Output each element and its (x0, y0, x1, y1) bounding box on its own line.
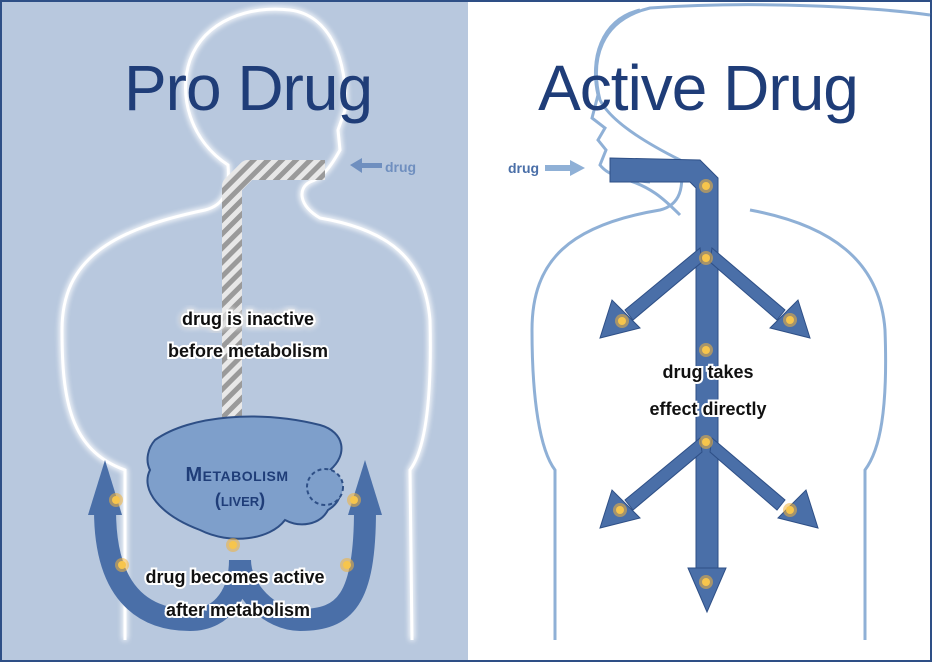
liver-shape (146, 415, 343, 540)
spark-icon (340, 558, 354, 572)
spark-icon (109, 493, 123, 507)
inactive-text-line1: drug is inactive (182, 309, 314, 329)
spark-icon (699, 575, 713, 589)
effect-text-line2: effect directly (649, 399, 766, 419)
right-drug-arrow-icon (545, 160, 585, 176)
spark-icon (699, 251, 713, 265)
right-drug-label: drug (508, 160, 539, 176)
spark-icon (699, 179, 713, 193)
inactive-drug-pipe (222, 160, 325, 420)
active-drug-tree (599, 157, 819, 614)
effect-text-line1: drug takes (662, 362, 753, 382)
active-text-line2: after metabolism (166, 600, 310, 620)
spark-icon (699, 343, 713, 357)
left-body-outline (60, 7, 432, 641)
left-curve-arrow-outer (94, 509, 376, 632)
metabolism-label: Metabolism (185, 464, 288, 486)
right-title: Active Drug (538, 52, 858, 124)
spark-icon (226, 538, 240, 552)
left-drug-label: drug (385, 159, 416, 175)
liver-label: (liver) (215, 490, 265, 510)
left-drug-arrow-icon (350, 158, 382, 173)
spark-icon (783, 503, 797, 517)
spark-icon (783, 313, 797, 327)
spark-icon (615, 314, 629, 328)
spark-icon (347, 493, 361, 507)
liver-gear-icon (306, 468, 344, 506)
spark-icon (613, 503, 627, 517)
active-text-line1: drug becomes active (145, 567, 324, 587)
inactive-text-line2: before metabolism (168, 341, 328, 361)
left-title: Pro Drug (124, 52, 372, 124)
spark-icon (115, 558, 129, 572)
spark-icon (699, 435, 713, 449)
